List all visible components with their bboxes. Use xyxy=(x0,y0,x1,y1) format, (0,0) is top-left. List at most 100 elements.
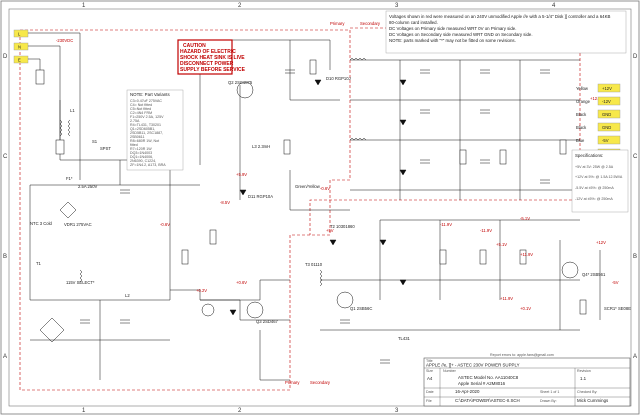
resistor xyxy=(439,249,447,265)
voltage-annotation: +0.6V xyxy=(236,280,247,285)
s1-label: S1 xyxy=(92,139,98,144)
grid-row-right: D xyxy=(633,54,638,60)
mains-input: L N E xyxy=(13,29,29,64)
l1-coil-pair xyxy=(68,119,71,137)
spec-line: -5.5V at ±5%: @ 250mA xyxy=(575,186,614,190)
date-label: Date xyxy=(426,390,434,394)
fuse-rating: 2.5A 250V xyxy=(78,184,98,189)
output-label-box xyxy=(597,122,621,132)
voltage-annotation: -5.1V xyxy=(520,216,530,221)
l3-label: L3 2.3mH xyxy=(252,144,270,149)
title-label: Title xyxy=(426,359,433,363)
voltage-annotation: -11.9V xyxy=(480,228,492,233)
output-pin: Yellow+12V xyxy=(576,83,621,93)
fuse-f1 xyxy=(55,139,65,155)
caution-line: CAUTION xyxy=(183,43,206,49)
checked-by: Checked By: xyxy=(577,390,597,394)
output-pin: Blue -5V xyxy=(576,135,621,145)
caution-line: SUPPLY BEFORE SERVICE xyxy=(180,67,246,73)
grid-columns: 1 2 3 4 1 2 3 xyxy=(82,3,556,414)
capacitor xyxy=(480,69,490,74)
grid-row-left: C xyxy=(3,154,8,160)
part-variants-box: NOTE: Part Variants C3=0.47uF 275VACC4= … xyxy=(126,89,184,171)
report-errors-text: Report errors to: apple.fans@gmail.com xyxy=(490,353,554,357)
capacitor xyxy=(120,189,130,194)
input-E-pin xyxy=(13,55,29,64)
variant-line: 2N6390, C1224, xyxy=(130,159,156,163)
variant-line: C4= Not fitted xyxy=(130,103,152,107)
spec-line: +12V at 5%: @ 1.5A 12.5W/A xyxy=(575,175,623,179)
voltage-annotation: -11.9V xyxy=(440,222,452,227)
note-line: 80-column card installed. xyxy=(389,20,438,25)
t2-secondary-coil xyxy=(349,58,367,61)
resistor xyxy=(579,299,587,315)
tl431-label: TL431 xyxy=(398,336,411,341)
diode xyxy=(314,79,322,86)
primary-label: Primary xyxy=(330,21,345,26)
voltage-annotation: +5V xyxy=(326,228,334,233)
resistor xyxy=(519,249,527,265)
output-voltage: -5V xyxy=(602,138,609,143)
capacitor xyxy=(80,319,90,324)
grid-row-right: A xyxy=(633,354,637,360)
note-line: Voltages shown in red were measured on a… xyxy=(389,14,611,19)
grid-row-left: A xyxy=(3,354,7,360)
output-voltage: +12V xyxy=(602,86,612,91)
bridge-rectifier xyxy=(39,317,65,343)
variant-line: 2SB0611 xyxy=(130,135,145,139)
resistor xyxy=(35,69,45,85)
primary-label-bottom: Primary xyxy=(285,380,300,385)
output-wire-color: Blue xyxy=(576,138,585,143)
title-text: APPLE //e, ][+ - ASTEC 230V POWER SUPPLY xyxy=(426,363,520,368)
q2-label: Q2 2SC1875 xyxy=(228,80,253,85)
transformer-coils xyxy=(59,58,367,287)
svg-text:L: L xyxy=(18,32,21,37)
capacitor xyxy=(540,179,550,184)
output-label-box xyxy=(597,83,621,93)
resistor xyxy=(181,249,189,265)
t3-coil xyxy=(319,269,322,287)
variant-line: DQ3=1N4003 xyxy=(130,151,152,155)
number-value: ASTEC Model No. AA11040C8 xyxy=(458,375,519,380)
drawn-by-value: Mick Cummings xyxy=(577,398,609,403)
grid-col-bottom: 2 xyxy=(238,408,242,414)
diode-bridge-ref xyxy=(201,303,215,317)
l2-label: L2 xyxy=(125,293,130,298)
notes-block: Voltages shown in red were measured on a… xyxy=(385,10,627,54)
diode xyxy=(239,189,247,196)
variant-line: R8=680R 1W, Not xyxy=(130,139,159,143)
voltage-annotation: +0.2V xyxy=(196,288,207,293)
transistor-q4 xyxy=(561,261,579,279)
variant-line: 2.75A xyxy=(130,119,140,123)
size-value: A4 xyxy=(427,376,433,381)
diode xyxy=(229,309,237,316)
revision-value: 1.1 xyxy=(580,376,587,381)
svg-text:E: E xyxy=(18,58,21,63)
file-value: C:\DATA\POWER\ASTEC-II.SCH xyxy=(455,398,520,403)
grid-rows: D C B A D C B A xyxy=(3,54,638,360)
output-voltage: -12V xyxy=(602,99,611,104)
variant-line: R7=120R 1W xyxy=(130,147,152,151)
caution-line: SHOCK HEAT SINK IS LIVE xyxy=(180,55,245,61)
spec-line: -12V at ±5%: @ 250mA xyxy=(575,197,613,201)
voltage-annotation: -0.6V xyxy=(320,186,330,191)
resistor xyxy=(459,149,467,165)
variant-line: Q1=2SD605B1, xyxy=(130,127,155,131)
grid-row-left: B xyxy=(3,254,7,260)
transistor-q3 xyxy=(246,301,264,319)
t3-label: T3 01110 xyxy=(305,262,323,267)
grid-row-right: B xyxy=(633,254,637,260)
variants-title: NOTE: Part Variants xyxy=(130,92,170,97)
transistor-q1 xyxy=(336,291,354,309)
grid-col-top: 1 xyxy=(82,3,86,9)
svg-text:N: N xyxy=(18,45,21,50)
output-wire-color: Orange xyxy=(576,99,591,104)
inner-frame xyxy=(8,8,632,407)
caution-line: DISCONNECT POWER xyxy=(180,61,234,67)
q1-label: Q1 2SB56C xyxy=(350,306,372,311)
voltage-annotation: +5.1V xyxy=(496,242,507,247)
variant-line: C3=0.47uF 275VAC xyxy=(130,99,162,103)
variant-line: C5=Not fitted xyxy=(130,107,151,111)
specifications-box: Specifications: +5V at 3V: 25W @ 2.5A +1… xyxy=(571,149,629,213)
